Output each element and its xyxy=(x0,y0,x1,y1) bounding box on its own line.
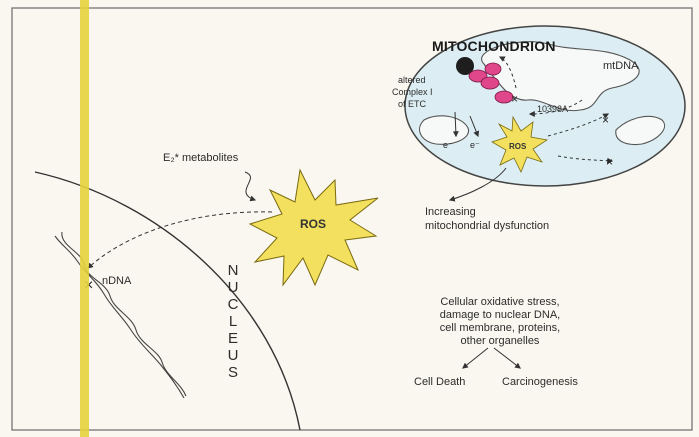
mtdna-mutation-mark-2: × xyxy=(606,155,613,169)
arrow-e2-to-ros xyxy=(245,172,255,200)
dysfunction-line-1: Increasing xyxy=(425,206,476,219)
outcome-line-4: other organelles xyxy=(420,335,580,348)
nucleus-letter: S xyxy=(226,364,240,381)
mito-ros-label: ROS xyxy=(509,140,526,153)
mtdna-mutation-mark-1: × xyxy=(602,113,609,127)
nucleus-letter: U xyxy=(226,279,240,296)
dysfunction-line-2: mitochondrial dysfunction xyxy=(425,220,549,233)
e2-metabolites-label: E₂* metabolites xyxy=(163,152,238,165)
outcome-line-2: damage to nuclear DNA, xyxy=(420,309,580,322)
arrow-to-cell-death xyxy=(463,348,488,368)
arrow-ros-to-ndna xyxy=(88,212,272,268)
outcome-line-3: cell membrane, proteins, xyxy=(420,322,580,335)
ndna-label: nDNA xyxy=(102,275,131,288)
complex-label-line-3: of ETC xyxy=(398,98,426,111)
nucleus-letter: E xyxy=(226,330,240,347)
nucleus-membrane xyxy=(35,172,300,430)
mtdna-mutation-mark-3: × xyxy=(511,92,518,106)
carcinogenesis-label: Carcinogenesis xyxy=(502,376,578,389)
mitochondrion-title: MITOCHONDRION xyxy=(432,40,556,53)
nucleus-letter: U xyxy=(226,347,240,364)
ndna-helix xyxy=(55,232,186,398)
electron-label-2: e⁻ xyxy=(470,139,480,152)
ros-label: ROS xyxy=(300,218,326,231)
nucleus-letter: C xyxy=(226,296,240,313)
mutation-label: 10398A xyxy=(537,103,568,116)
nucleus-letter: L xyxy=(226,313,240,330)
cell-death-label: Cell Death xyxy=(414,376,465,389)
nucleus-letter: N xyxy=(226,262,240,279)
electron-label-1: e⁻ xyxy=(443,139,453,152)
outcome-line-1: Cellular oxidative stress, xyxy=(420,296,580,309)
yellow-vertical-bar xyxy=(80,0,89,437)
mtdna-label: mtDNA xyxy=(603,60,638,73)
arrow-to-carcinogenesis xyxy=(494,348,520,368)
